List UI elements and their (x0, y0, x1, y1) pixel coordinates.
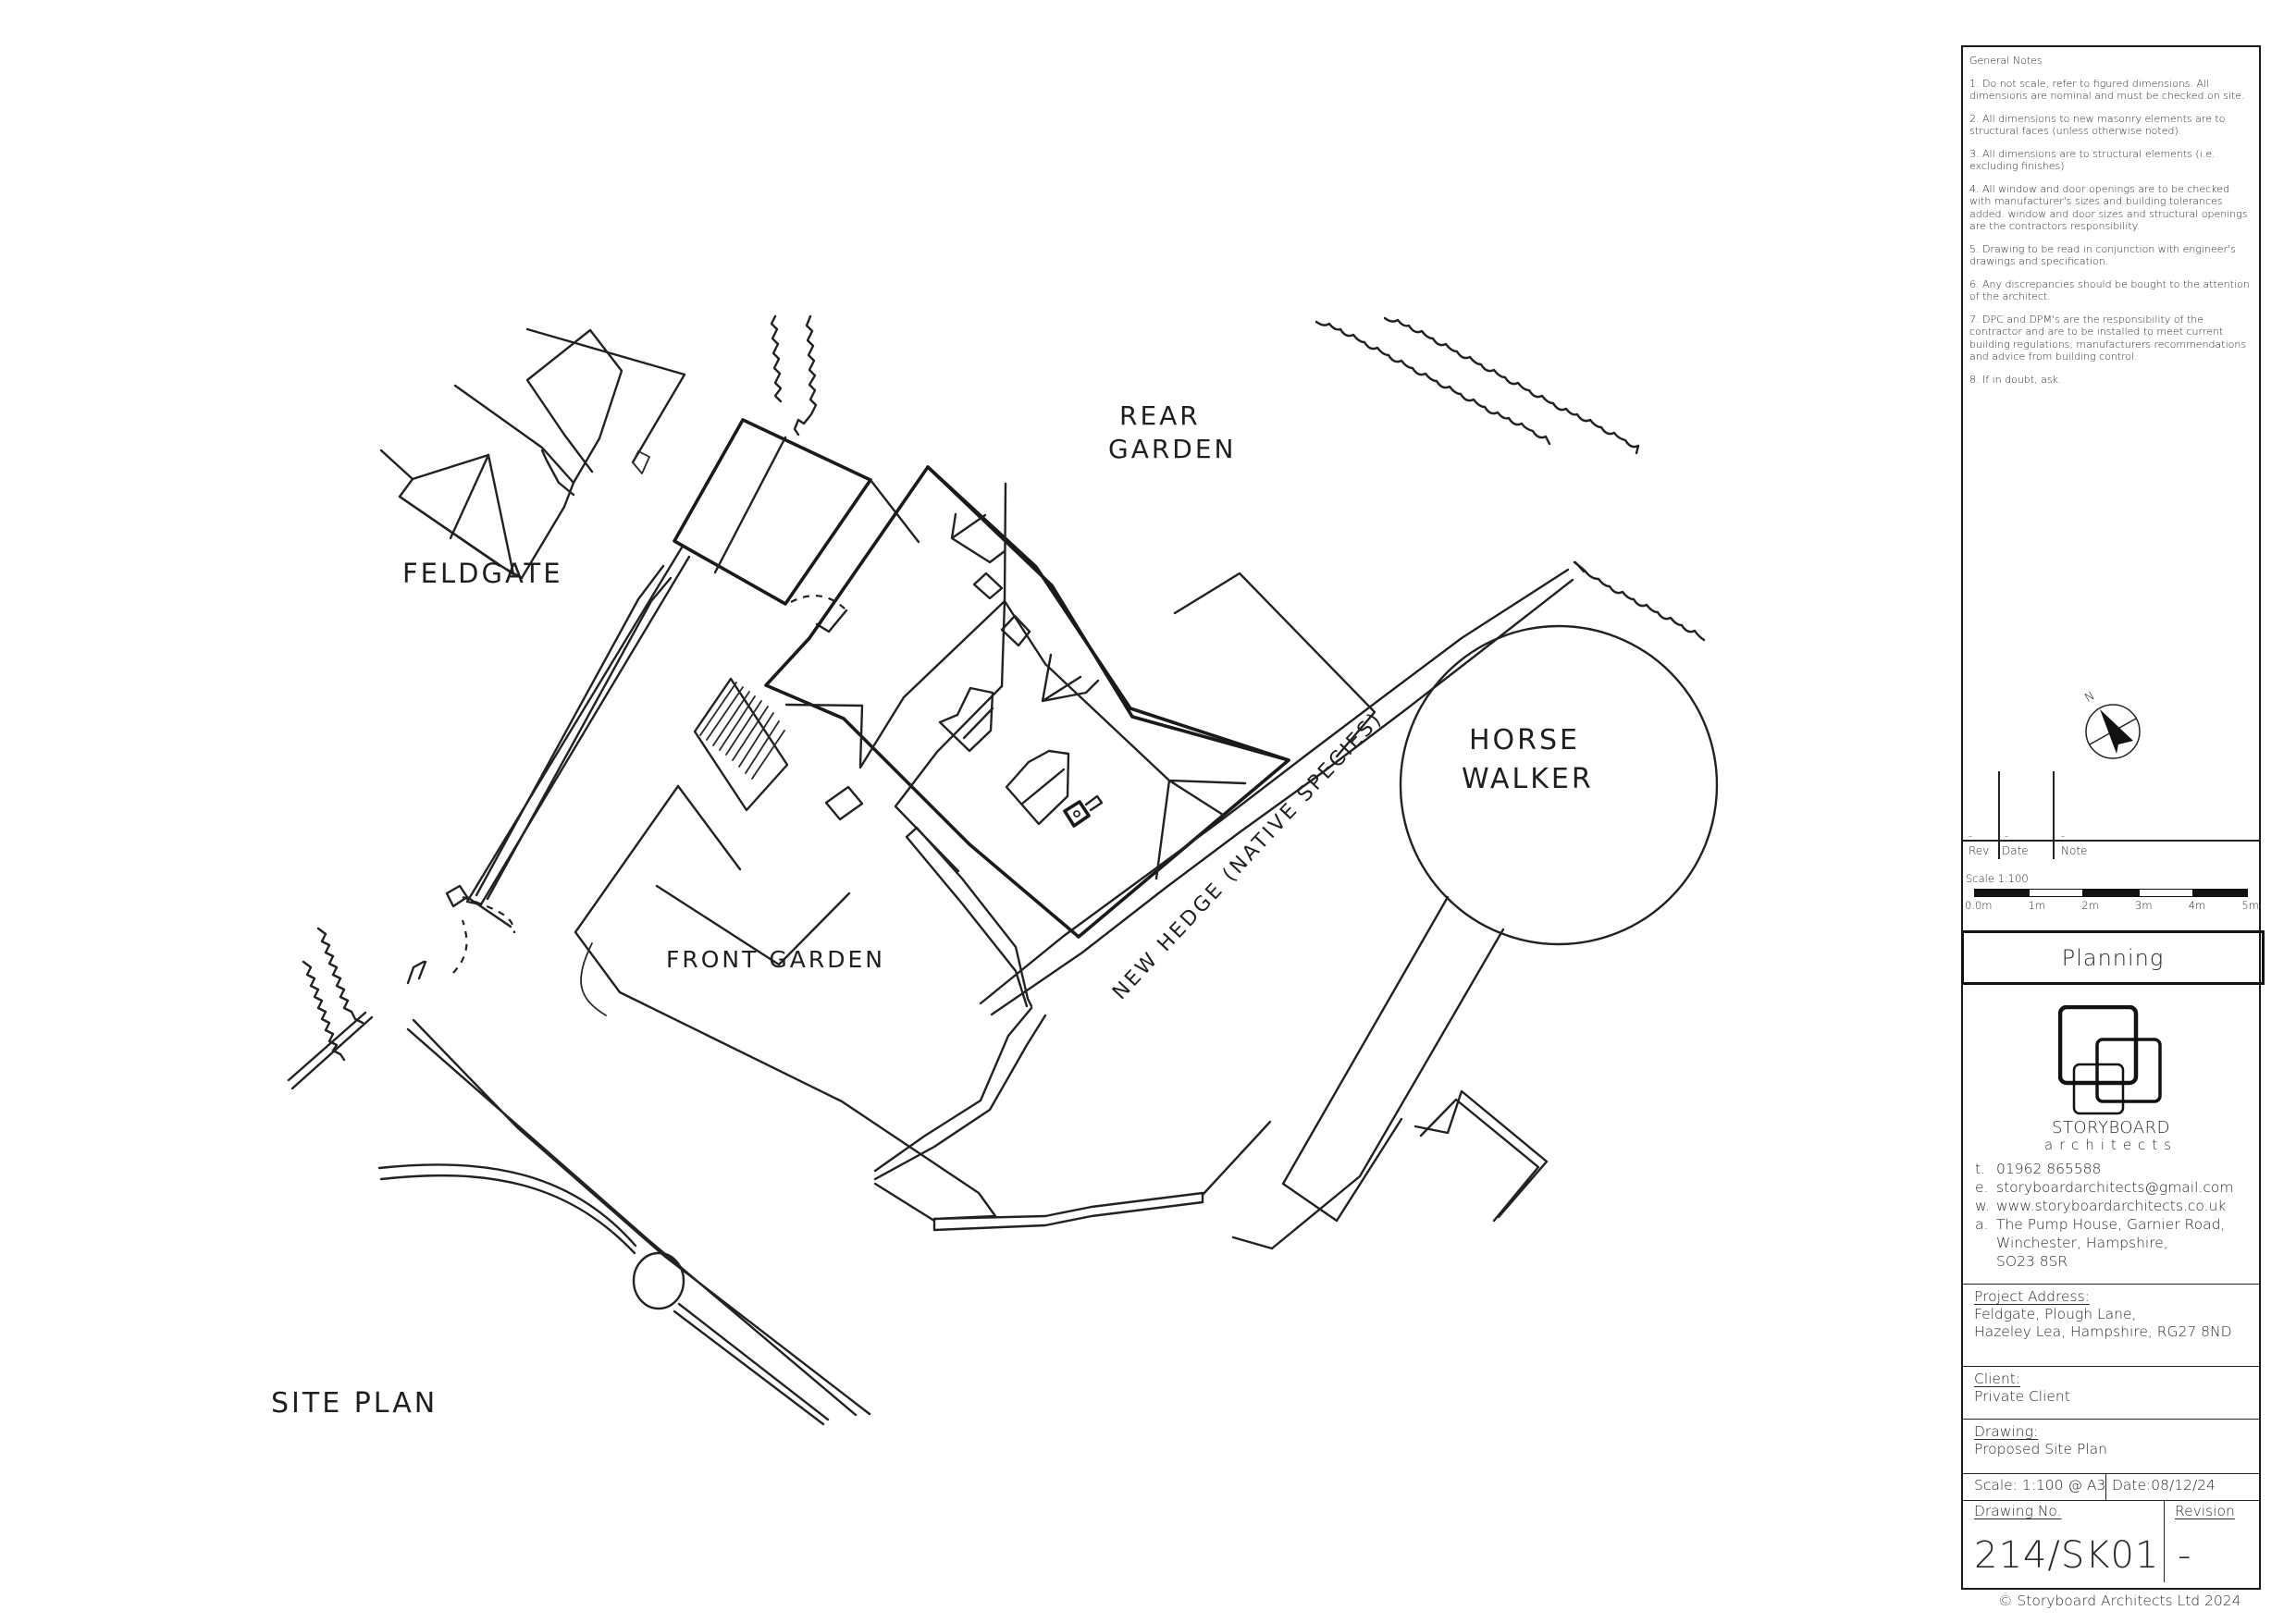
note-6: 6. Any discrepancies should be bought to… (1969, 277, 2250, 303)
general-notes: General Notes 1. Do not scale, refer to … (1963, 47, 2259, 403)
title-block: General Notes 1. Do not scale, refer to … (1961, 45, 2265, 1590)
project-address-line-2: Hazeley Lea, Hampshire, RG27 8ND (1974, 1323, 2232, 1340)
note-2: 2. All dimensions to new masonry element… (1969, 112, 2226, 138)
scale-bar (1974, 889, 2249, 897)
label-new-hedge: NEW HEDGE (NATIVE SPECIES) (1108, 707, 1388, 1004)
practice-subtitle: architects (2043, 1137, 2178, 1153)
label-horse-walker-2: WALKER (1462, 763, 1594, 795)
note-8: 8. If in doubt, ask. (1969, 373, 2062, 386)
scale-date-row: Scale: 1:100 @ A3 Date:08/12/24 (1963, 1473, 2259, 1501)
drawing-title: Proposed Site Plan (1974, 1441, 2107, 1457)
paddock-structure (1413, 1089, 1549, 1223)
note-header: Note (2061, 844, 2088, 857)
note-3: 3. All dimensions are to structural elem… (1969, 147, 2216, 173)
main-house (693, 465, 1290, 939)
drawing-stage: Planning (1961, 930, 2265, 985)
new-hedge (979, 568, 1574, 1016)
practice-name: STORYBOARD (2052, 1118, 2170, 1137)
scale-tick: 0.0m (1965, 899, 1993, 912)
address-line-2: Winchester, Hampshire, (1996, 1235, 2168, 1251)
feldgate-building (379, 327, 686, 580)
scale-tick: 1m (2028, 899, 2046, 912)
rev-value: - (1969, 830, 1972, 842)
copyright-notice: © Storyboard Architects Ltd 2024 (1998, 1592, 2241, 1609)
rev-note-value: - (2061, 830, 2065, 842)
revision-table: - - - (1963, 771, 2259, 864)
practice-contact: t.01962 865588 e.storyboardarchitects@gm… (1975, 1161, 2234, 1270)
rev-col-divider (1998, 771, 2000, 859)
north-arrow-icon: N (2082, 689, 2141, 759)
site-plan-drawing: FELDGATE REAR GARDEN HORSE WALKER FRONT … (271, 314, 1719, 1426)
tree-line-north (770, 314, 818, 436)
date-col-divider (2053, 771, 2055, 859)
drawing-title-section: Drawing: Proposed Site Plan (1963, 1419, 2259, 1473)
scale-tick: 3m (2135, 899, 2153, 912)
client-label: Client: (1974, 1371, 2021, 1387)
label-horse-walker-1: HORSE (1469, 724, 1580, 756)
date-header: Date (2002, 844, 2029, 857)
outbuilding (673, 418, 920, 633)
scale-label: Scale 1:100 (1966, 872, 2029, 885)
drawing-date: Date:08/12/24 (2112, 1477, 2216, 1494)
drawing-label: Drawing: (1974, 1423, 2039, 1440)
boundary-wall-south (873, 1182, 1204, 1232)
label-rear-garden-2: GARDEN (1108, 434, 1237, 464)
drawing-number-label: Drawing No. (1974, 1503, 2062, 1519)
phone-number[interactable]: 01962 865588 (1996, 1161, 2102, 1177)
revision-label: Revision (2175, 1503, 2235, 1519)
rev-date-value: - (2005, 830, 2008, 842)
project-address-label: Project Address: (1974, 1288, 2090, 1305)
tree-line-east (1315, 320, 1551, 446)
label-feldgate: FELDGATE (402, 558, 563, 589)
horse-walker (1399, 624, 1719, 946)
scale-tick: 2m (2081, 899, 2099, 912)
scale-tick: 4m (2188, 899, 2206, 912)
drawing-number: 214/SK01 (1974, 1534, 2160, 1577)
website-link[interactable]: www.storyboardarchitects.co.uk (1996, 1198, 2227, 1214)
label-front-garden: FRONT GARDEN (666, 946, 885, 973)
storyboard-logo-icon (2058, 1005, 2162, 1115)
rev-header: Rev (1969, 844, 1990, 857)
client-section: Client: Private Client (1963, 1366, 2259, 1419)
client-value: Private Client (1974, 1388, 2070, 1405)
planter-bed (905, 826, 1033, 1008)
revision-divider (1963, 840, 2259, 842)
scale-ticks: 0.0m 1m 2m 3m 4m 5m (1965, 899, 2259, 912)
access-road (406, 1018, 871, 1417)
drawing-scale: Scale: 1:100 @ A3 (1963, 1474, 2106, 1501)
scale-tick: 5m (2241, 899, 2259, 912)
note-7: 7. DPC and DPM's are the responsibility … (1969, 313, 2247, 363)
driveway-west (475, 564, 673, 901)
project-address-section: Project Address: Feldgate, Plough Lane, … (1963, 1284, 2259, 1366)
horse-walker-track (1270, 895, 1505, 1250)
note-4: 4. All window and door openings are to b… (1969, 182, 2248, 233)
rear-garden-boundary (1173, 572, 1376, 758)
revision-value: - (2178, 1534, 2191, 1577)
address-line-1: The Pump House, Garnier Road, (1996, 1216, 2226, 1233)
note-5: 5. Drawing to be read in conjunction wit… (1969, 242, 2236, 268)
note-1: 1. Do not scale, refer to figured dimens… (1969, 77, 2245, 103)
drawing-number-row: Drawing No. 214/SK01 Revision - (1963, 1500, 2259, 1582)
email-link[interactable]: storyboardarchitects@gmail.com (1996, 1179, 2234, 1196)
svg-text:N: N (2082, 689, 2097, 706)
general-notes-title: General Notes (1969, 55, 2043, 67)
label-rear-garden-1: REAR (1119, 400, 1201, 431)
project-address-line-1: Feldgate, Plough Lane, (1974, 1306, 2137, 1322)
front-garden-boundary (574, 784, 997, 1221)
west-gate (445, 884, 469, 908)
label-site-plan: SITE PLAN (271, 1387, 438, 1420)
address-line-3: SO23 8SR (1996, 1253, 2068, 1270)
